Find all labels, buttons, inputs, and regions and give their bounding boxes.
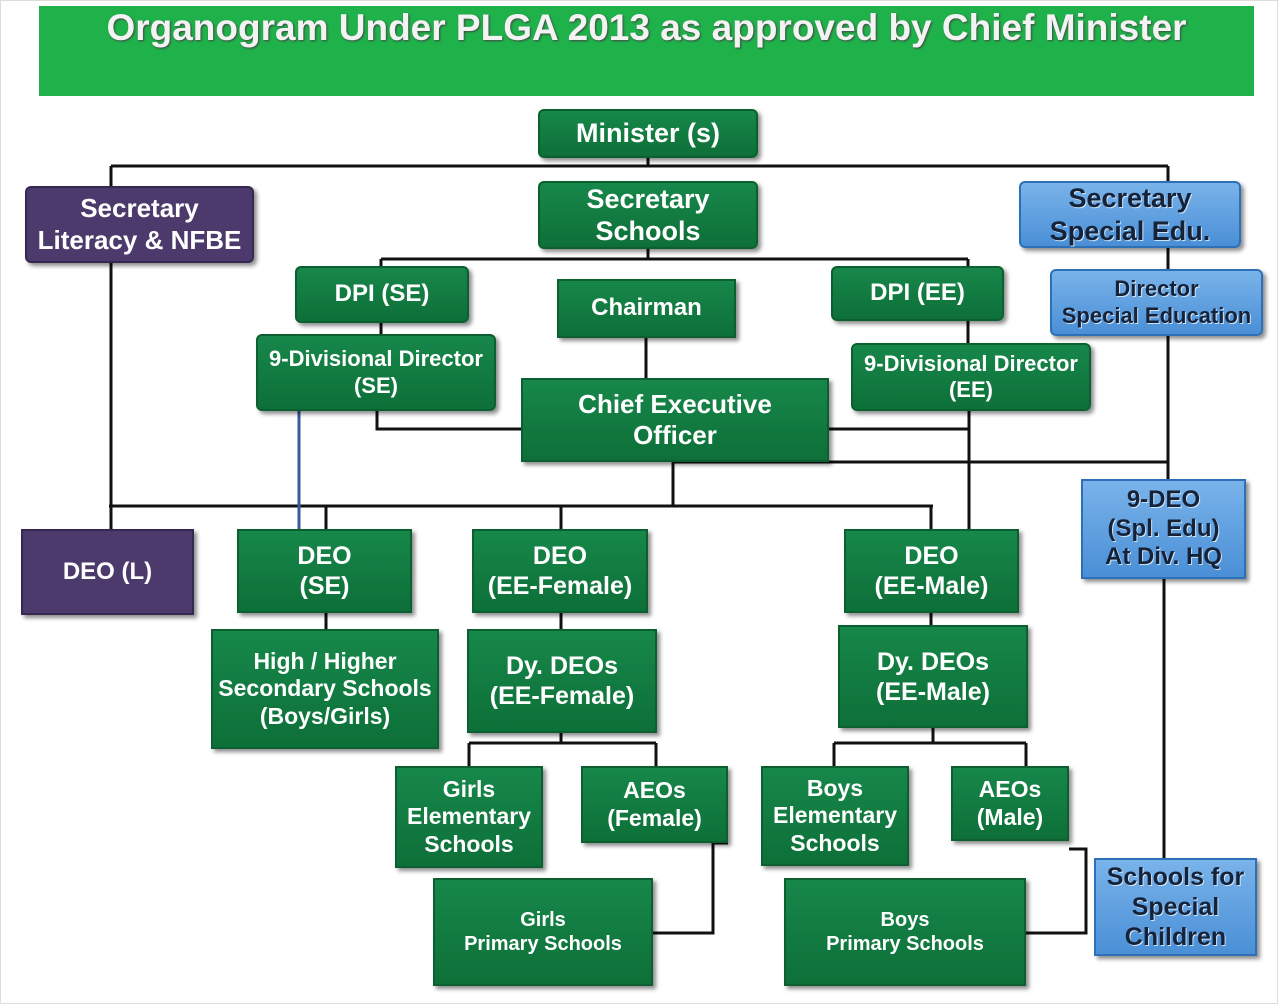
node-dpi-ee: DPI (EE)	[831, 266, 1004, 321]
node-deo-literacy: DEO (L)	[21, 529, 194, 615]
node-boys-elementary: Boys Elementary Schools	[761, 766, 909, 866]
node-secretary-schools: Secretary Schools	[538, 181, 758, 249]
node-ceo: Chief Executive Officer	[521, 378, 829, 462]
node-girls-primary: Girls Primary Schools	[433, 878, 653, 986]
node-aeos-female: AEOs (Female)	[581, 766, 728, 843]
node-minister: Minister (s)	[538, 109, 758, 158]
node-deo-ee-male: DEO (EE-Male)	[844, 529, 1019, 613]
node-special-children-schools: Schools for Special Children	[1094, 858, 1257, 956]
node-aeos-male: AEOs (Male)	[951, 766, 1069, 841]
node-dy-deos-female: Dy. DEOs (EE-Female)	[467, 629, 657, 733]
node-secretary-literacy: Secretary Literacy & NFBE	[25, 186, 254, 263]
node-secretary-special: Secretary Special Edu.	[1019, 181, 1241, 248]
node-deo-special: 9-DEO (Spl. Edu) At Div. HQ	[1081, 479, 1246, 579]
node-deo-se: DEO (SE)	[237, 529, 412, 613]
node-boys-primary: Boys Primary Schools	[784, 878, 1026, 986]
node-chairman: Chairman	[557, 279, 736, 338]
node-deo-ee-female: DEO (EE-Female)	[472, 529, 648, 613]
node-girls-elementary: Girls Elementary Schools	[395, 766, 543, 868]
node-dy-deos-male: Dy. DEOs (EE-Male)	[838, 625, 1028, 728]
node-div-director-ee: 9-Divisional Director (EE)	[851, 343, 1091, 411]
node-dpi-se: DPI (SE)	[295, 266, 469, 323]
node-high-secondary-schools: High / Higher Secondary Schools (Boys/Gi…	[211, 629, 439, 749]
title-banner: Organogram Under PLGA 2013 as approved b…	[39, 6, 1254, 96]
node-director-special: Director Special Education	[1050, 269, 1263, 336]
node-div-director-se: 9-Divisional Director (SE)	[256, 334, 496, 411]
